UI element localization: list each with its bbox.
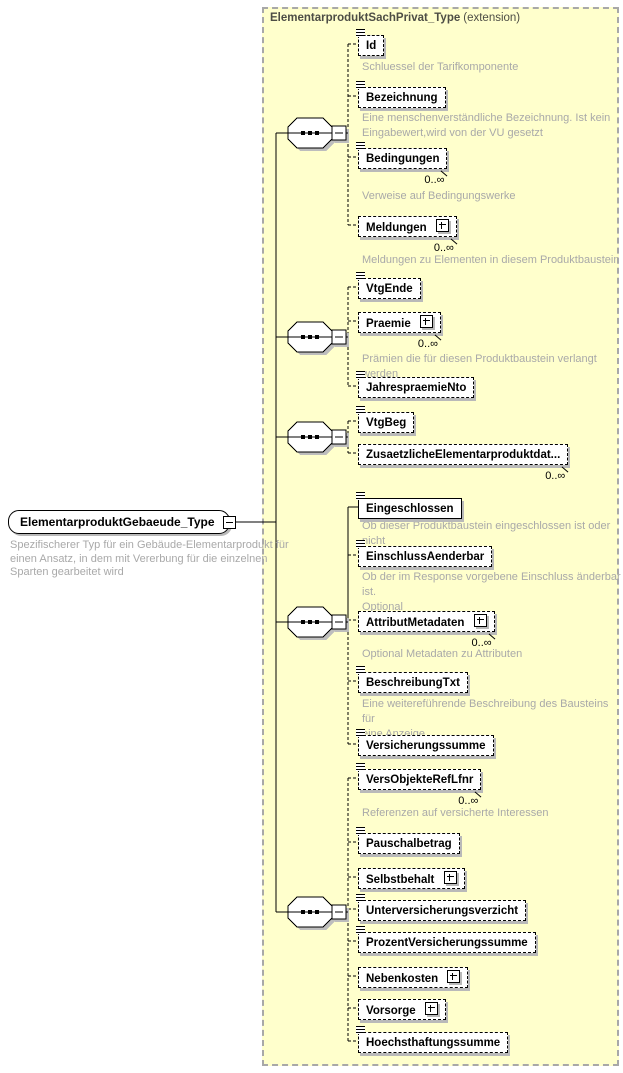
element-jahrespraemiento[interactable]: JahrespraemieNto <box>356 371 475 398</box>
element-meldungen[interactable]: Meldungen 0..∞ <box>358 216 457 254</box>
simple-content-icon <box>356 371 365 379</box>
element-label: Id <box>366 40 377 52</box>
element-label: VersObjekteRefLfnr <box>366 774 474 786</box>
element-vorsorge[interactable]: Vorsorge <box>358 999 446 1020</box>
simple-content-icon <box>356 142 365 150</box>
simple-content-icon <box>356 81 365 89</box>
annotation-attributmetadaten: Optional Metadaten zu Attributen <box>362 648 523 660</box>
occurrence-label: 0..∞ <box>417 338 438 350</box>
element-label: Eingeschlossen <box>366 503 454 515</box>
element-label: JahrespraemieNto <box>366 382 467 394</box>
root-type-name: ElementarproduktGebaeude_Type <box>20 515 215 529</box>
element-nebenkosten[interactable]: Nebenkosten <box>358 967 469 988</box>
simple-content-icon <box>356 1026 365 1034</box>
annotation-bedingungen: Verweise auf Bedingungswerke <box>362 190 516 202</box>
occurrence-label: 0..∞ <box>458 795 479 807</box>
element-einschlussaenderbar[interactable]: EinschlussAenderbar <box>356 540 493 567</box>
annotation-meldungen: Meldungen zu Elementen in diesem Produkt… <box>362 254 620 266</box>
element-bedingungen[interactable]: Bedingungen 0..∞ <box>356 142 448 186</box>
simple-content-icon <box>356 666 365 674</box>
root-type-box[interactable]: ElementarproduktGebaeude_Type <box>8 510 236 534</box>
expand-icon[interactable] <box>447 970 461 983</box>
occurrence-label: 0..∞ <box>424 174 445 186</box>
annotation-versobjekterefl fnr: Referenzen auf versicherte Interessen <box>362 807 549 819</box>
extension-title: ElementarproduktSachPrivat_Type(extensio… <box>270 12 520 24</box>
element-vtgbeg[interactable]: VtgBeg <box>356 406 415 433</box>
element-praemie[interactable]: Praemie 0..∞ <box>358 312 441 350</box>
sequence-compositor-icon[interactable] <box>287 117 349 151</box>
simple-content-icon <box>356 926 365 934</box>
element-label: Unterversicherungsverzicht <box>366 905 519 917</box>
extension-container <box>262 7 619 1066</box>
element-unterversicherungsverzicht[interactable]: Unterversicherungsverzicht <box>356 894 527 921</box>
extension-kind-label: (extension) <box>463 12 521 24</box>
simple-content-icon <box>356 492 365 500</box>
simple-content-icon <box>356 29 365 37</box>
sequence-compositor-icon[interactable] <box>287 321 349 355</box>
sequence-compositor-icon[interactable] <box>287 896 349 930</box>
element-label: VtgBeg <box>366 417 407 429</box>
simple-content-icon <box>356 827 365 835</box>
element-label: ZusaetzlicheElementarproduktdat... <box>366 449 561 461</box>
element-pauschalbetrag[interactable]: Pauschalbetrag <box>356 827 460 854</box>
sequence-compositor-icon[interactable] <box>287 606 349 640</box>
element-versobjekterefl fnr[interactable]: VersObjekteRefLfnr 0..∞ <box>356 763 482 807</box>
element-attributmetadaten[interactable]: AttributMetadaten 0..∞ <box>358 611 495 649</box>
element-label: VtgEnde <box>366 283 413 295</box>
expand-icon[interactable] <box>443 871 457 884</box>
simple-content-icon <box>356 763 365 771</box>
annotation-bezeichnung: Eine menschenverständliche Bezeichnung. … <box>362 112 611 139</box>
occurrence-label: 0..∞ <box>471 637 492 649</box>
element-label: Versicherungssumme <box>366 740 486 752</box>
simple-content-icon <box>356 540 365 548</box>
extension-type-name: ElementarproduktSachPrivat_Type <box>270 12 461 24</box>
element-label: Praemie <box>366 318 411 330</box>
element-label: Bedingungen <box>366 153 440 165</box>
element-vtgende[interactable]: VtgEnde <box>356 272 421 299</box>
element-versicherungssumme[interactable]: Versicherungssumme <box>356 729 494 756</box>
simple-content-icon <box>356 406 365 414</box>
element-zusaetzlicheelementarproduktdaten[interactable]: ZusaetzlicheElementarproduktdat... 0..∞ <box>358 444 569 482</box>
annotation-id: Schluessel der Tarifkomponente <box>362 61 519 73</box>
expand-icon[interactable] <box>435 219 449 232</box>
element-label: Nebenkosten <box>366 973 439 985</box>
expand-icon[interactable] <box>473 614 487 627</box>
annotation-eingeschlossen: Ob dieser Produktbaustein eingeschlossen… <box>362 520 611 547</box>
expand-icon[interactable] <box>419 315 433 328</box>
element-label: BeschreibungTxt <box>366 677 460 689</box>
element-label: ProzentVersicherungssumme <box>366 937 528 949</box>
element-label: AttributMetadaten <box>366 617 465 629</box>
element-beschreibungtxt[interactable]: BeschreibungTxt <box>356 666 468 693</box>
element-id[interactable]: Id <box>356 29 385 56</box>
element-hoechsthaftungssumme[interactable]: Hoechsthaftungssumme <box>356 1026 509 1053</box>
element-label: Bezeichnung <box>366 92 438 104</box>
root-annotation: Spezifischerer Typ für ein Gebäude-Eleme… <box>10 539 289 578</box>
element-label: Pauschalbetrag <box>366 838 452 850</box>
element-label: Vorsorge <box>366 1005 416 1017</box>
element-label: Selbstbehalt <box>366 874 435 886</box>
element-label: Hoechsthaftungssumme <box>366 1037 501 1049</box>
annotation-einschlussaenderbar: Ob der im Response vorgebene Einschluss … <box>362 571 621 613</box>
expand-icon[interactable] <box>424 1002 438 1015</box>
occurrence-label: 0..∞ <box>545 470 566 482</box>
simple-content-icon <box>356 272 365 280</box>
occurrence-label: 0..∞ <box>433 242 454 254</box>
collapse-icon[interactable] <box>222 516 236 529</box>
element-eingeschlossen[interactable]: Eingeschlossen <box>356 492 462 519</box>
element-label: Meldungen <box>366 222 427 234</box>
element-label: EinschlussAenderbar <box>366 551 485 563</box>
element-prozentversicherungssumme[interactable]: ProzentVersicherungssumme <box>356 926 536 953</box>
sequence-compositor-icon[interactable] <box>287 421 349 455</box>
simple-content-icon <box>356 894 365 902</box>
simple-content-icon <box>356 729 365 737</box>
element-bezeichnung[interactable]: Bezeichnung <box>356 81 446 108</box>
element-selbstbehalt[interactable]: Selbstbehalt <box>358 868 465 889</box>
